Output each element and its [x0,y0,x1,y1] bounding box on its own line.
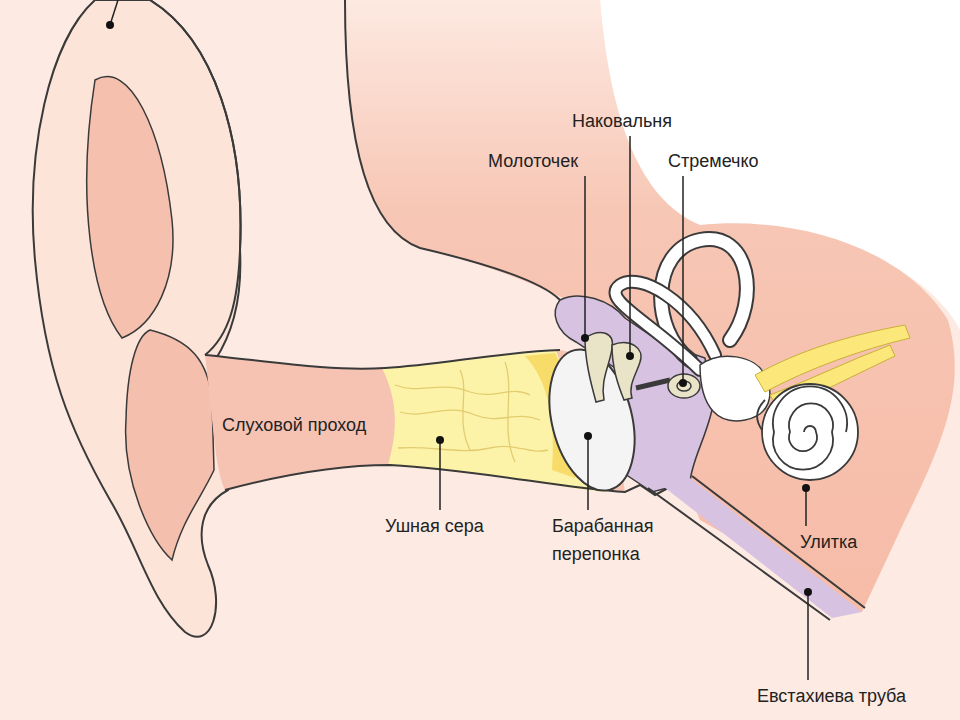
part-label: Наковальня [572,107,672,135]
cochlea [757,384,858,480]
incus [612,343,641,400]
part-label: Евстахиева труба [757,682,906,710]
fossa [87,77,173,338]
part-label: Слуховой проход [222,411,366,439]
part-label: Молоточек [488,147,578,175]
concha [126,330,214,560]
tube-outline [648,476,865,620]
vestibule [700,356,770,421]
earwax-lines [395,362,548,462]
part-label: Барабанная перепонка [552,512,680,568]
outline [345,0,560,300]
stapes-arm [636,380,670,388]
pinna [33,0,241,637]
part-label: Стремечко [668,147,759,175]
leader-dots [106,21,812,596]
part-label: Ушная сера [385,512,484,540]
malleus [585,333,612,402]
leader-lines [110,0,808,680]
stapes [668,374,700,398]
part-label: Улитка [800,528,857,556]
canal-outline [205,350,560,369]
eustachian-tube [655,478,862,618]
temporal-bone [345,0,955,612]
semicircular-canals [615,239,746,370]
